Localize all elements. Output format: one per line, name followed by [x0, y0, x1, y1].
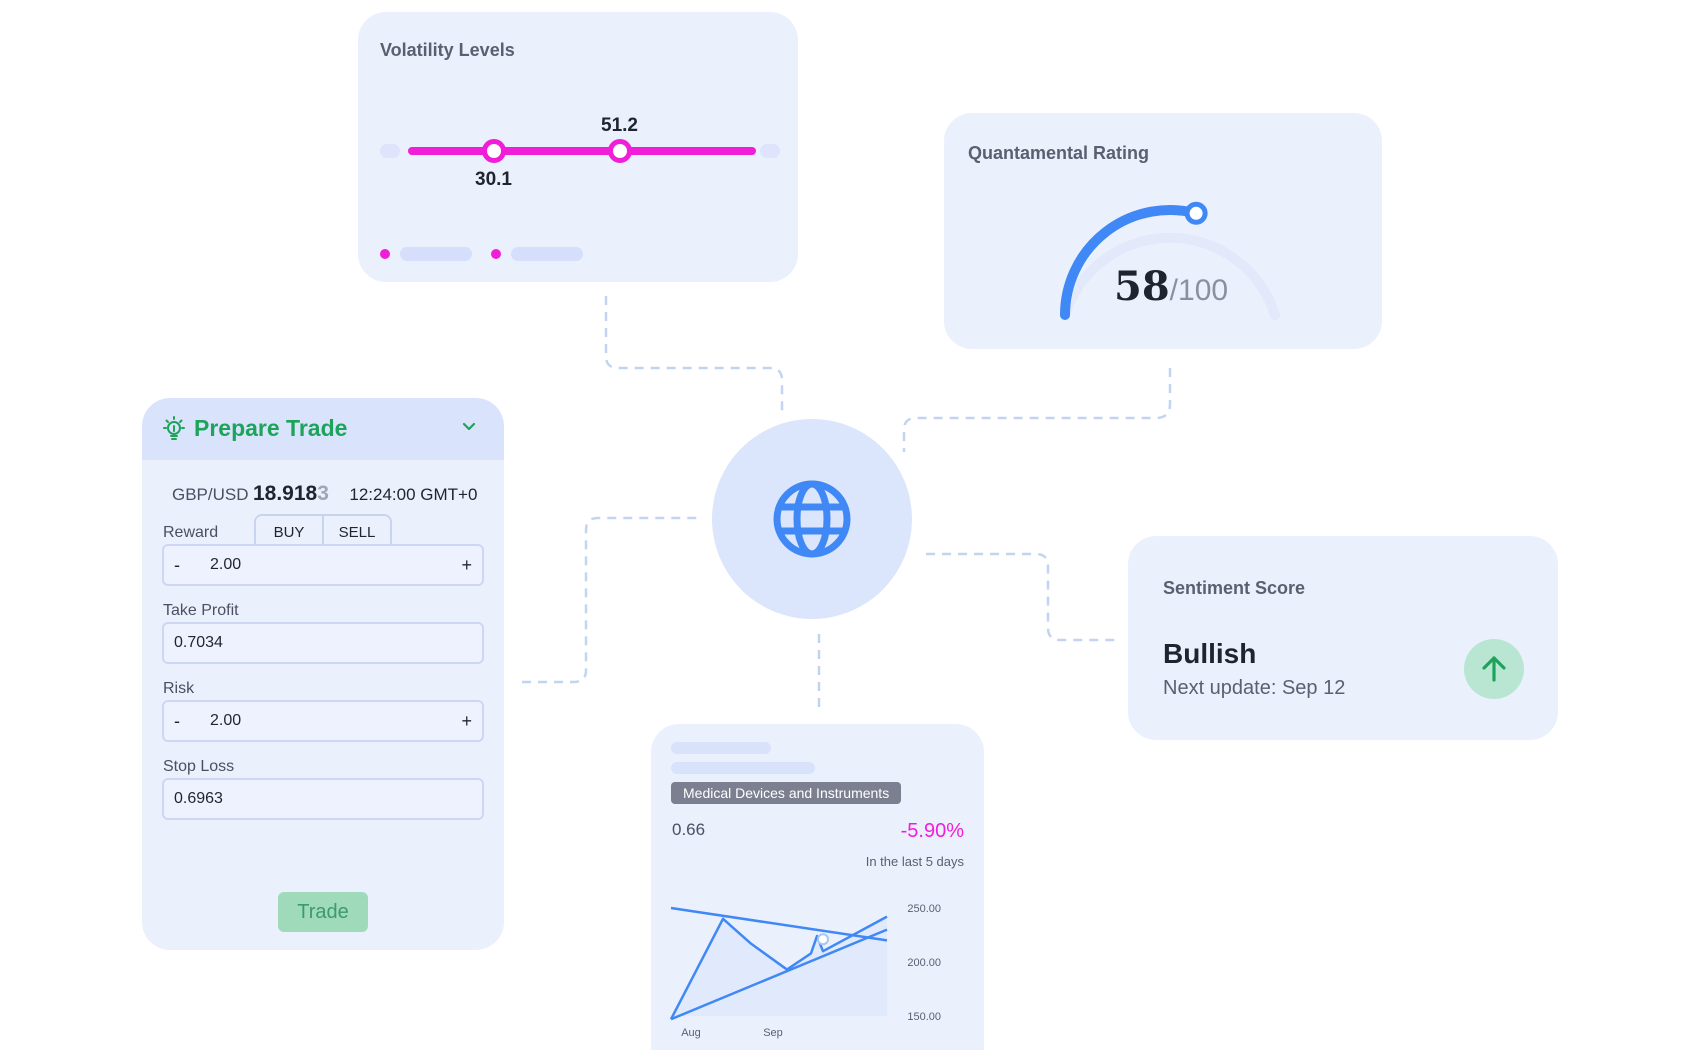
buy-sell-toggle: BUY SELL	[254, 514, 392, 550]
rating-gauge	[1060, 201, 1280, 320]
prepare-trade-header[interactable]: Prepare Trade	[142, 398, 504, 460]
legend-placeholder-1	[400, 247, 472, 261]
risk-stepper[interactable]: - 2.00 +	[162, 700, 484, 742]
risk-value[interactable]: 2.00	[210, 712, 242, 729]
x-tick-label: Sep	[763, 1027, 783, 1039]
sector-tag: Medical Devices and Instruments	[671, 782, 902, 804]
y-tick-label: 200.00	[907, 957, 941, 969]
rating-max: /100	[1169, 274, 1229, 307]
prepare-trade-title: Prepare Trade	[194, 415, 348, 441]
slider-track-start	[380, 144, 400, 158]
sentiment-score-card: Sentiment Score Bullish Next update: Sep…	[1128, 536, 1558, 740]
central-hub	[712, 419, 912, 619]
volatility-title: Volatility Levels	[380, 40, 515, 60]
reward-stepper[interactable]: - 2.00 +	[162, 544, 484, 586]
reward-label: Reward	[163, 524, 219, 541]
take-profit-field[interactable]: 0.7034	[162, 622, 484, 664]
quote-row: GBP/USD 18.9183 12:24:00 GMT+0	[172, 482, 477, 506]
stop-loss-label: Stop Loss	[163, 758, 235, 775]
reward-decrement[interactable]: -	[174, 554, 180, 575]
price: 18.918	[252, 482, 318, 505]
price-line	[669, 915, 888, 1020]
legend-placeholder-2	[511, 247, 583, 261]
gauge-track	[1060, 232, 1280, 320]
gauge-fill	[1060, 205, 1202, 320]
quantamental-title: Quantamental Rating	[968, 143, 1150, 163]
skeleton-line-1	[671, 742, 771, 754]
stock-card: Medical Devices and Instruments 0.66 -5.…	[651, 724, 984, 1050]
sell-button[interactable]: SELL	[322, 516, 390, 548]
next-update: Next update: Sep 12	[1163, 677, 1346, 699]
price-last-digit: 3	[317, 482, 329, 505]
risk-decrement[interactable]: -	[174, 710, 180, 731]
reward-value[interactable]: 2.00	[210, 556, 242, 573]
risk-label: Risk	[163, 680, 195, 697]
lightbulb-icon	[163, 416, 185, 440]
trade-button[interactable]: Trade	[278, 892, 368, 932]
price-area	[671, 916, 887, 1020]
reward-increment[interactable]: +	[461, 554, 472, 575]
risk-increment[interactable]: +	[461, 710, 472, 731]
buy-button[interactable]: BUY	[256, 516, 322, 548]
volatility-range-bar	[408, 147, 756, 155]
high-range-handle[interactable]	[608, 139, 632, 163]
stock-change: -5.90%	[900, 820, 964, 842]
chevron-down-icon[interactable]	[462, 422, 476, 432]
y-tick-label: 150.00	[907, 1011, 941, 1023]
prepare-trade-panel: Prepare Trade GBP/USD 18.9183 12:24:00 G…	[142, 398, 504, 950]
legend-dot-1	[380, 249, 390, 259]
gauge-marker	[1184, 201, 1208, 225]
volatility-levels-card: Volatility Levels 30.1 51.2	[358, 12, 798, 282]
signal-marker	[817, 933, 829, 946]
high-range-value: 51.2	[601, 115, 638, 136]
sentiment-badge	[1464, 639, 1524, 699]
low-range-value: 30.1	[475, 169, 512, 190]
globe-icon	[773, 480, 851, 558]
slider-track-end	[760, 144, 780, 158]
take-profit-label: Take Profit	[163, 602, 239, 619]
x-tick-label: Aug	[681, 1027, 701, 1039]
sentiment-title: Sentiment Score	[1163, 578, 1306, 598]
stop-loss-field[interactable]: 0.6963	[162, 778, 484, 820]
quote-time: 12:24:00 GMT+0	[349, 485, 478, 504]
legend-dot-2	[491, 249, 501, 259]
sentiment-value: Bullish	[1163, 638, 1257, 669]
trendline-2	[670, 928, 888, 1021]
stock-period: In the last 5 days	[865, 854, 964, 869]
arrow-up-icon	[1482, 656, 1506, 682]
rating-score: 58	[1114, 263, 1170, 310]
currency-pair: GBP/USD	[172, 485, 249, 504]
quantamental-rating-card: Quantamental Rating 58/100	[944, 113, 1382, 349]
low-range-handle[interactable]	[482, 139, 506, 163]
y-tick-label: 250.00	[907, 903, 941, 915]
stock-value: 0.66	[672, 820, 706, 839]
rating-readout: 58/100	[1114, 263, 1228, 310]
skeleton-line-2	[671, 762, 815, 774]
